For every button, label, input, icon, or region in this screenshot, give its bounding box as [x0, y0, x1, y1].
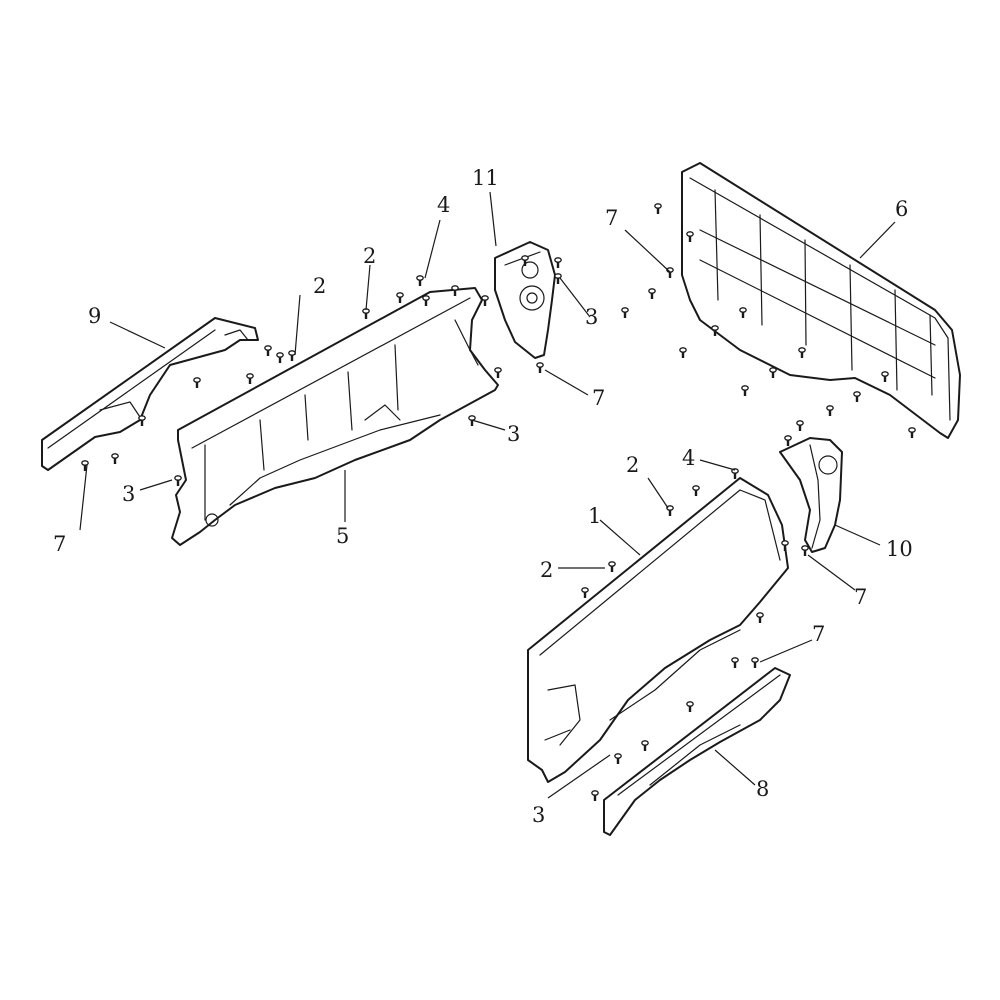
screw-icon	[801, 545, 809, 556]
screw-icon	[554, 273, 562, 284]
part-8-bottom-strip	[603, 667, 791, 836]
screw-icon	[781, 540, 789, 551]
leader-lines	[79, 191, 896, 799]
callout-4: 4	[682, 446, 695, 470]
screw-icon	[362, 308, 370, 319]
screw-icon	[111, 453, 119, 464]
screw-icon	[536, 362, 544, 373]
callout-7: 7	[812, 622, 825, 646]
callout-2: 2	[363, 244, 376, 268]
screw-icon	[264, 345, 272, 356]
screw-icon	[784, 435, 792, 446]
screw-icon	[686, 231, 694, 242]
callout-11: 11	[472, 166, 499, 190]
screw-icon	[731, 657, 739, 668]
screw-icon	[481, 295, 489, 306]
screw-icon	[614, 753, 622, 764]
part-1-right-main-panel	[527, 477, 789, 783]
screw-icon	[174, 475, 182, 486]
screw-icon	[591, 790, 599, 801]
screw-icon	[751, 657, 759, 668]
screw-icon	[686, 701, 694, 712]
callout-7: 7	[53, 532, 66, 556]
screw-icon	[621, 307, 629, 318]
callout-8: 8	[756, 777, 769, 801]
callout-4: 4	[437, 193, 450, 217]
screw-icon	[451, 285, 459, 296]
screw-icon	[666, 267, 674, 278]
callout-3: 3	[122, 482, 135, 506]
screw-icon	[654, 203, 662, 214]
screw-icon	[608, 561, 616, 572]
callout-9: 9	[88, 304, 101, 328]
screw-icon	[396, 292, 404, 303]
screw-icon	[494, 367, 502, 378]
screw-icon	[711, 325, 719, 336]
screw-icon	[554, 257, 562, 268]
screw-icon	[666, 505, 674, 516]
callout-1: 1	[588, 504, 601, 528]
callout-7: 7	[854, 585, 867, 609]
screw-icon	[692, 485, 700, 496]
callout-2: 2	[540, 558, 553, 582]
screw-icon	[908, 427, 916, 438]
screw-icon	[756, 612, 764, 623]
screw-icon	[641, 740, 649, 751]
screw-icon	[769, 367, 777, 378]
screw-icon	[276, 352, 284, 363]
callout-5: 5	[336, 524, 349, 548]
part-5-left-main-panel	[171, 287, 499, 546]
fasteners	[81, 203, 916, 801]
screw-icon	[193, 377, 201, 388]
part-10-right-bracket	[779, 437, 843, 553]
part-6-rear-panel	[681, 162, 961, 439]
screw-icon	[741, 385, 749, 396]
screw-icon	[81, 460, 89, 471]
callout-2: 2	[626, 453, 639, 477]
screw-icon	[648, 288, 656, 299]
screw-icon	[881, 371, 889, 382]
callout-3: 3	[507, 422, 520, 446]
callout-6: 6	[895, 197, 908, 221]
screw-icon	[581, 587, 589, 598]
callout-3: 3	[532, 803, 545, 827]
callout-10: 10	[886, 537, 913, 561]
screw-icon	[416, 275, 424, 286]
screw-icon	[796, 420, 804, 431]
screw-icon	[798, 347, 806, 358]
callout-7: 7	[605, 206, 618, 230]
screw-icon	[288, 350, 296, 361]
screw-icon	[521, 255, 529, 266]
callout-labels: 1 2 2 2 2 3 3 3 3 4 4 5 6 7 7 7 7 7 8 9 …	[53, 166, 913, 827]
screw-icon	[731, 468, 739, 479]
screw-icon	[679, 347, 687, 358]
screw-icon	[739, 307, 747, 318]
screw-icon	[422, 295, 430, 306]
screw-icon	[246, 373, 254, 384]
screw-icon	[853, 391, 861, 402]
callout-3: 3	[585, 305, 598, 329]
screw-icon	[138, 415, 146, 426]
part-11-bracket	[494, 241, 556, 359]
callout-2: 2	[313, 274, 326, 298]
callout-7: 7	[592, 386, 605, 410]
part-9-left-side-panel	[41, 317, 259, 471]
screw-icon	[826, 405, 834, 416]
